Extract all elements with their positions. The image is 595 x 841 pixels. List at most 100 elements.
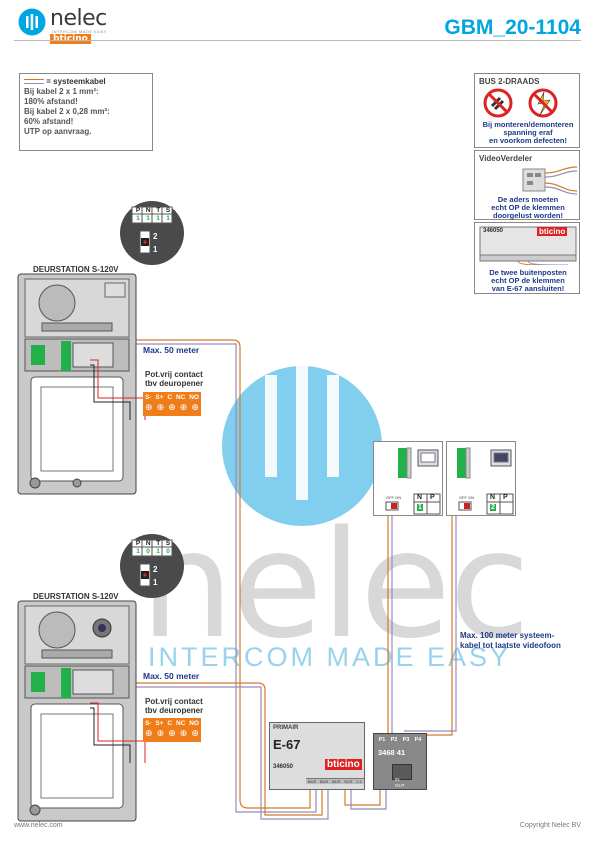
terminal-no: NO: [189, 720, 199, 727]
dip-value-s: 0: [166, 548, 170, 555]
splitter-port-2: P2: [390, 737, 398, 743]
cable-station2-b: [95, 686, 329, 820]
dip-header-n: N: [145, 207, 151, 214]
door-station-1: [17, 273, 137, 495]
relay-wiring-1: [90, 359, 146, 420]
bus-warning-line-1: Bij monteren/demonteren: [482, 120, 574, 129]
e67-terminal-2: BUS: [320, 779, 329, 784]
partner-brand: bticino: [50, 34, 91, 44]
station1-title: DEURSTATION S-120V: [33, 265, 119, 274]
dip-header-p: P: [135, 207, 141, 214]
monitor2-dip-value-n: 2: [490, 504, 496, 511]
station1-distance: Max. 50 meter: [143, 345, 200, 355]
jumper-label-bottom: 1: [153, 245, 158, 254]
e67-terminal-strip: BUS BUS BUS SCS 2-1: [306, 778, 364, 784]
e67-note-line-2: echt OP de klemmen: [491, 276, 565, 285]
terminal-s-plus: S+: [155, 394, 164, 401]
watermark-tagline: INTERCOM MADE EASY: [148, 642, 512, 672]
relay-wiring-2: [90, 702, 146, 763]
cable-station1-b: [95, 343, 317, 813]
e67-terminal-4: SCS: [344, 779, 353, 784]
station2-distance: Max. 50 meter: [143, 671, 200, 681]
terminal-screws: ⊕⊕⊕⊕⊕: [145, 402, 199, 412]
dip-value-p: 1: [136, 215, 140, 222]
dip-value-t: 1: [156, 215, 160, 222]
bus-warning-line-2: spanning eraf: [503, 128, 553, 137]
monitor2-dip-header-p: P: [503, 494, 508, 501]
watermark-brand: nelec: [140, 499, 530, 671]
e67-note-line-1: De twee buitenposten: [489, 268, 567, 277]
e67-primary-label: PRIMAIR: [273, 725, 299, 731]
dip-header-t: T: [156, 540, 161, 547]
station2-contact-line-1: Pot.vrij contact: [145, 697, 203, 706]
splitter-code: 3468 41: [378, 748, 406, 757]
terminal-c: C: [167, 720, 173, 727]
splitter-note-line-1: De aders moeten: [497, 195, 559, 204]
splitter-note-line-3: doorgelust worden!: [493, 211, 563, 220]
document-code: GBM_20-1104: [444, 16, 581, 39]
brand-name: nelec: [50, 6, 107, 31]
no-power-icon: [483, 88, 558, 118]
jumper-label-bottom: 1: [153, 578, 158, 587]
dip-header-n: N: [145, 540, 151, 547]
station2-title: DEURSTATION S-120V: [33, 592, 119, 601]
monitor1-dip-header-p: P: [430, 494, 435, 501]
terminal-nc: NC: [175, 394, 186, 401]
monitor1-switch-label: OFF ON: [386, 495, 402, 500]
cable-legend-swatch: [24, 79, 44, 85]
monitor2-dip-header-n: N: [490, 494, 496, 501]
jumper-label-top: 2: [153, 232, 158, 241]
terminal-no: NO: [189, 394, 199, 401]
bus-warning-panel: BUS 2-DRAADS Bij monteren/demonteren spa…: [474, 73, 580, 148]
splitter-port-labels: P1 P2 P3 P4: [376, 737, 424, 743]
footer-copyright: Copyright Nelec BV: [519, 822, 581, 829]
station2-contact-title: Pot.vrij contact tbv deuropener: [145, 697, 203, 715]
terminal-s-minus: S-: [144, 720, 152, 727]
e67-terminal-3: BUS: [332, 779, 341, 784]
station1-contact-line-2: tbv deuropener: [145, 379, 204, 388]
dip-value-n: 1: [146, 215, 150, 222]
e67-note-code: 346050: [483, 228, 504, 234]
dip-value-s: 1: [166, 215, 170, 222]
legend-line-4: Bij kabel 2 x 0,28 mm²:: [24, 107, 110, 116]
cable-station1-a: [95, 339, 311, 809]
splitter-note-panel: VideoVerdeler De aders moeten echt OP de…: [474, 150, 580, 220]
legend-line-2: Bij kabel 2 x 1 mm²:: [24, 87, 99, 96]
monitor1-dip-header-n: N: [417, 494, 423, 501]
footer-website: www.nelec.com: [14, 822, 63, 829]
dip-value-p: 1: [136, 548, 140, 555]
station1-contact-block: S- S+ C NC NO ⊕⊕⊕⊕⊕: [143, 392, 201, 416]
nelec-logo-icon: [18, 8, 46, 36]
station2-contact-block: S- S+ C NC NO ⊕⊕⊕⊕⊕: [143, 718, 201, 742]
splitter-port-4: P4: [414, 737, 422, 743]
legend-line-6: UTP op aanvraag.: [24, 127, 92, 136]
terminal-screws: ⊕⊕⊕⊕⊕: [145, 728, 199, 738]
terminal-s-minus: S-: [144, 394, 152, 401]
dip-value-n: 0: [146, 548, 150, 555]
e67-note-panel: 346050 bticino De twee buitenposten echt…: [474, 222, 580, 294]
e67-brand: bticino: [325, 759, 362, 770]
header-divider: [14, 40, 581, 41]
video-monitor-2: OFF ON N P 2: [446, 441, 516, 516]
splitter-port-1: P1: [378, 737, 386, 743]
e67-power-supply: PRIMAIR E-67 346050 bticino BUS BUS BUS …: [269, 722, 365, 790]
splitter-note-title: VideoVerdeler: [479, 154, 533, 163]
cable-e67-splitter-b: [350, 790, 387, 810]
splitter-out-label: OUT: [395, 783, 405, 788]
terminal-s-plus: S+: [155, 720, 164, 727]
max-distance-note: Max. 100 meter systeem- kabel tot laatst…: [460, 631, 561, 651]
terminal-nc: NC: [175, 720, 186, 727]
cable-station2-a: [95, 682, 323, 816]
terminal-c: C: [167, 394, 173, 401]
bus-warning-line-3: en voorkom defecten!: [489, 136, 567, 145]
dip-header-s: S: [165, 540, 171, 547]
dip-value-t: 1: [156, 548, 160, 555]
splitter-wiring-icon: [522, 166, 578, 195]
video-monitor-1: OFF ON N P 1: [373, 441, 443, 516]
jumper-label-top: 2: [153, 565, 158, 574]
splitter-connector: [392, 764, 412, 780]
splitter-port-3: P3: [402, 737, 410, 743]
e67-terminal-1: BUS: [307, 779, 317, 784]
monitor2-switch-label: OFF ON: [459, 495, 475, 500]
e67-terminal-5: 2-1: [356, 779, 363, 784]
